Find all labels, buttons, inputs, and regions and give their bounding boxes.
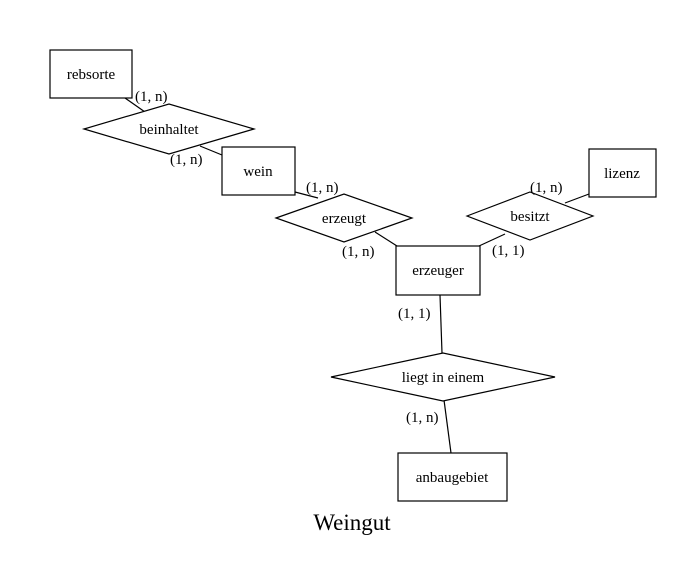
edges — [124, 97, 590, 454]
relationship-diamond — [330, 352, 556, 402]
cardinality-erzeuger-liegt: (1, 1) — [398, 306, 431, 322]
entity-box — [395, 245, 481, 296]
entity-box — [49, 49, 133, 99]
relationship-label: beinhaltet — [139, 122, 199, 138]
relationship-diamond — [81, 103, 257, 155]
entity-label: erzeuger — [412, 263, 464, 279]
relationship-label: liegt in einem — [402, 370, 485, 386]
entity-wein: wein — [221, 146, 296, 196]
edge-rebsorte-beinhaltet — [124, 97, 146, 113]
cardinality-besitzt-erzeuger: (1, 1) — [492, 243, 525, 259]
cardinality-lizenz-besitzt: (1, n) — [530, 180, 563, 196]
edge-erzeuger-liegt — [439, 294, 443, 354]
cardinality-wein-erzeugt: (1, n) — [306, 180, 339, 196]
cardinality-liegt-anbaugebiet: (1, n) — [406, 410, 439, 426]
cardinality-beinhaltet-wein: (1, n) — [170, 152, 203, 168]
edge-wein-erzeugt — [294, 191, 319, 199]
entity-rebsorte: rebsorte — [49, 49, 133, 99]
cardinality-erzeugt-erzeuger: (1, n) — [342, 244, 375, 260]
diagram-caption: Weingut — [313, 510, 391, 535]
relationship-liegt-in-einem: liegt in einem — [330, 352, 556, 402]
entity-label: anbaugebiet — [416, 470, 489, 486]
relationship-label: besitzt — [510, 209, 550, 225]
relationship-diamond — [274, 193, 414, 243]
entity-label: wein — [243, 164, 273, 180]
edge-erzeugt-erzeuger — [374, 231, 398, 247]
relationship-erzeugt: erzeugt — [274, 193, 414, 243]
edge-liegt-anbaugebiet — [443, 399, 452, 454]
entity-erzeuger: erzeuger — [395, 245, 481, 296]
cardinality-rebsorte-beinhaltet: (1, n) — [135, 89, 168, 105]
edge-besitzt-erzeuger — [478, 233, 506, 247]
relationship-label: erzeugt — [322, 211, 367, 227]
entity-lizenz: lizenz — [588, 148, 657, 198]
entity-anbaugebiet: anbaugebiet — [397, 452, 508, 502]
relationship-besitzt: besitzt — [465, 191, 595, 241]
cardinalities: (1, n) (1, n) (1, n) (1, n) (1, n) (1, 1… — [135, 89, 563, 426]
edge-beinhaltet-wein — [199, 145, 223, 156]
entity-label: rebsorte — [67, 67, 116, 83]
entity-box — [588, 148, 657, 198]
relationship-beinhaltet: beinhaltet — [81, 103, 257, 155]
entity-box — [397, 452, 508, 502]
edge-lizenz-besitzt — [564, 193, 590, 204]
entity-label: lizenz — [604, 166, 640, 182]
entity-box — [221, 146, 296, 196]
relationship-diamond — [465, 191, 595, 241]
